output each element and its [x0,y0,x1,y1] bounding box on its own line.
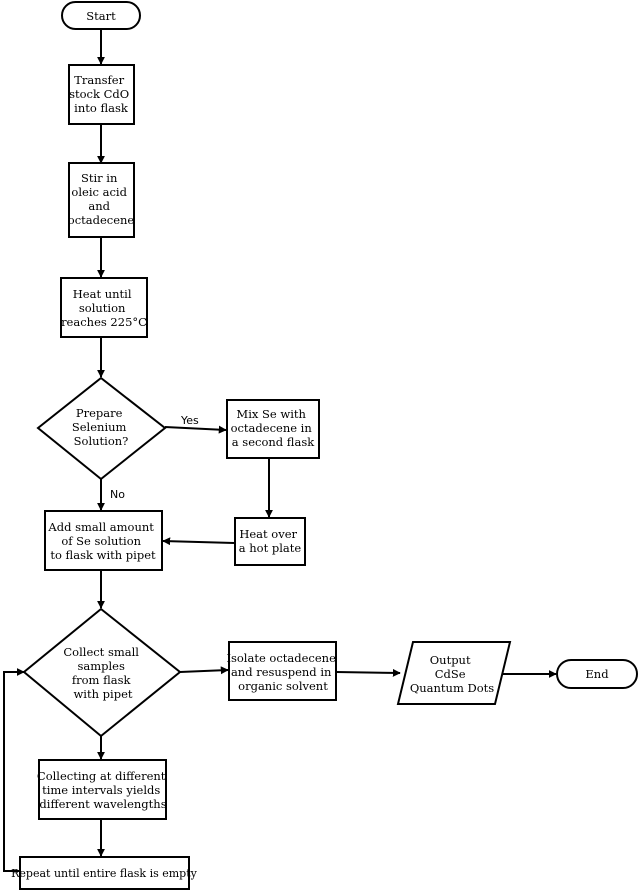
node-repeat: Repeat until entire flask is empty [11,856,198,890]
node-output: Output CdSe Quantum Dots [396,641,512,705]
node-isolate-text: Isolate octadecene and resuspend in orga… [226,651,339,693]
node-prepare-text: Prepare Selenium Solution? [72,406,130,448]
node-isolate-shape [228,641,337,701]
node-end-shape [556,659,638,689]
node-stir-shape [68,162,135,238]
node-repeat-shape [19,856,190,890]
node-transfer: Transfer stock CdO into flask [68,64,135,125]
node-start: Start [61,1,141,30]
node-mix-shape [226,399,320,459]
node-start-shape [61,1,141,30]
edge-isolate-output [335,668,401,677]
node-heat-text: Heat until solution reaches 225°C [61,287,147,329]
node-output-shape [396,641,512,705]
node-output-text: Output CdSe Quantum Dots [410,653,494,695]
node-end-text: End [585,667,609,681]
node-intervals-text: Collecting at different time intervals y… [37,769,169,811]
node-intervals-shape [38,759,167,820]
node-mix: Mix Se with octadecene in a second flask [226,399,320,459]
node-collect: Collect small samples from flask with pi… [22,607,182,738]
node-heat-shape [60,277,148,338]
node-add-text: Add small amount of Se solution to flask… [47,520,157,562]
edge-prepare-mix [164,425,227,434]
node-start-text: Start [86,9,116,23]
node-heat-plate-text: Heat over a hot plate [239,527,302,555]
node-prepare: Prepare Selenium Solution? [36,376,167,481]
edge-heatplate-add [162,537,235,546]
node-collect-text: Collect small samples from flask with pi… [63,645,142,701]
node-isolate: Isolate octadecene and resuspend in orga… [226,641,339,701]
flow-edges [3,28,557,872]
edge-collect-isolate [179,666,229,675]
node-prepare-shape [36,376,167,481]
node-collect-shape [22,607,182,738]
node-stir-text: Stir in oleic acid and octadecene [68,171,135,227]
edge-label-yes: Yes [180,414,199,427]
node-add: Add small amount of Se solution to flask… [44,510,163,571]
node-heat-plate: Heat over a hot plate [234,517,306,566]
node-mix-text: Mix Se with octadecene in a second flask [231,407,316,449]
edge-repeat-collect [3,668,25,872]
node-intervals: Collecting at different time intervals y… [37,759,169,820]
node-transfer-text: Transfer stock CdO into flask [69,73,133,115]
node-add-shape [44,510,163,571]
node-end: End [556,659,638,689]
node-stir: Stir in oleic acid and octadecene [68,162,135,238]
node-transfer-shape [68,64,135,125]
node-repeat-text: Repeat until entire flask is empty [11,867,198,880]
edge-label-no: No [110,488,125,501]
node-heat-plate-shape [234,517,306,566]
node-heat: Heat until solution reaches 225°C [60,277,148,338]
